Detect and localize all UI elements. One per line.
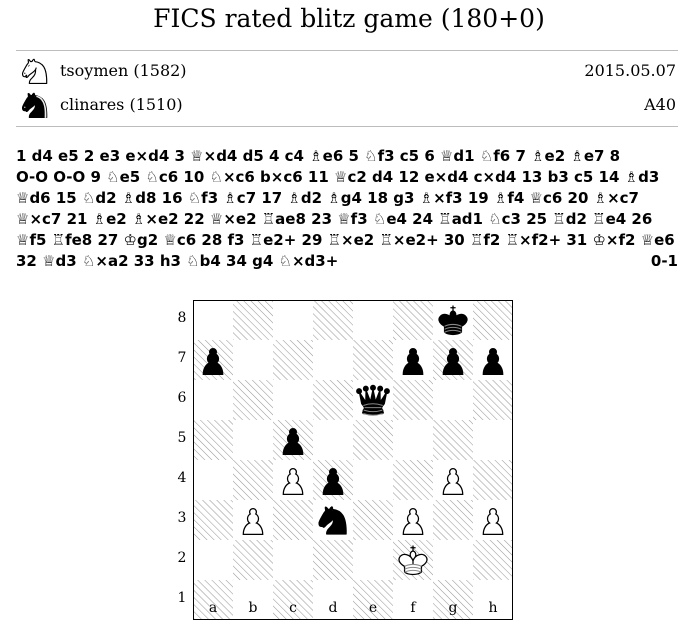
file-label: h (488, 600, 498, 616)
square-b5 (233, 420, 273, 460)
square-g2 (433, 540, 473, 580)
square-e4 (353, 460, 393, 500)
square-d6 (313, 380, 353, 420)
file-label: g (448, 600, 458, 616)
square-f5 (393, 420, 433, 460)
square-c3 (273, 500, 313, 540)
black-knight-icon (21, 92, 48, 119)
bottom-divider (16, 126, 678, 127)
black-player-row: clinares (1510) A40 (16, 88, 678, 122)
square-a3 (193, 500, 233, 540)
square-b8 (233, 300, 273, 340)
square-c8 (273, 300, 313, 340)
square-h4 (473, 460, 513, 500)
square-a8 (193, 300, 233, 340)
square-a1 (193, 580, 233, 620)
square-f1 (393, 580, 433, 620)
square-e1 (353, 580, 393, 620)
file-label: f (410, 600, 416, 616)
square-a2 (193, 540, 233, 580)
square-f4 (393, 460, 433, 500)
rank-label: 8 (177, 310, 187, 326)
board-squares (193, 300, 513, 620)
move-line: ♕d6 15 ♘d2 ♗d8 16 ♘f3 ♗c7 17 ♗d2 ♗g4 18 … (16, 189, 639, 207)
square-g3 (433, 500, 473, 540)
square-h5 (473, 420, 513, 460)
rank-label: 5 (177, 430, 187, 446)
square-b1 (233, 580, 273, 620)
square-e5 (353, 420, 393, 460)
square-e7 (353, 340, 393, 380)
file-label: b (248, 600, 258, 616)
move-line: 1 d4 e5 2 e3 e×d4 3 ♕×d4 d5 4 c4 ♗e6 5 ♘… (16, 147, 621, 165)
square-b7 (233, 340, 273, 380)
game-result: 0-1 (650, 252, 678, 270)
square-c2 (273, 540, 313, 580)
rank-label: 7 (177, 350, 187, 366)
square-c1 (273, 580, 313, 620)
rank-label: 3 (177, 510, 187, 526)
rank-label: 4 (177, 470, 187, 486)
rank-label: 1 (177, 590, 187, 606)
square-a6 (193, 380, 233, 420)
chess-board (193, 300, 513, 620)
square-b4 (233, 460, 273, 500)
square-d7 (313, 340, 353, 380)
square-d2 (313, 540, 353, 580)
square-g1 (433, 580, 473, 620)
square-c7 (273, 340, 313, 380)
square-d8 (313, 300, 353, 340)
rank-label: 2 (177, 550, 187, 566)
square-b2 (233, 540, 273, 580)
move-line: O-O O-O 9 ♘e5 ♘c6 10 ♘×c6 b×c6 11 ♕c2 d4… (16, 168, 660, 186)
eco-code: A40 (644, 95, 676, 114)
square-a4 (193, 460, 233, 500)
square-g6 (433, 380, 473, 420)
rank-label: 6 (177, 390, 187, 406)
top-divider (16, 50, 678, 51)
file-label: a (208, 600, 218, 616)
file-label: c (289, 600, 297, 616)
square-h8 (473, 300, 513, 340)
square-h2 (473, 540, 513, 580)
move-list: 1 d4 e5 2 e3 e×d4 3 ♕×d4 d5 4 c4 ♗e6 5 ♘… (16, 146, 678, 272)
square-g5 (433, 420, 473, 460)
last-move-row: 32 ♕d3 ♘×a2 33 h3 ♘b4 34 g4 ♘×d3+ 0-1 (16, 251, 678, 272)
move-line: ♕f5 ♖fe8 27 ♔g2 ♕c6 28 f3 ♖e2+ 29 ♖×e2 ♖… (16, 231, 675, 249)
board-border (193, 300, 513, 620)
square-d1 (313, 580, 353, 620)
square-e8 (353, 300, 393, 340)
square-d5 (313, 420, 353, 460)
square-f6 (393, 380, 433, 420)
square-e3 (353, 500, 393, 540)
square-e2 (353, 540, 393, 580)
page-title: FICS rated blitz game (180+0) (153, 4, 545, 33)
square-f8 (393, 300, 433, 340)
white-player-row: tsoymen (1582) 2015.05.07 (16, 54, 678, 88)
square-h6 (473, 380, 513, 420)
black-player-name: clinares (1510) (60, 95, 183, 114)
square-b6 (233, 380, 273, 420)
square-h1 (473, 580, 513, 620)
file-label: d (328, 600, 338, 616)
file-label: e (368, 600, 378, 616)
move-line: 32 ♕d3 ♘×a2 33 h3 ♘b4 34 g4 ♘×d3+ (16, 252, 339, 270)
white-knight-icon (21, 58, 48, 85)
square-a5 (193, 420, 233, 460)
chess-board-diagram: 8 7 6 5 4 3 2 1 a b c d e f g h (178, 300, 513, 620)
square-c6 (273, 380, 313, 420)
move-line: ♕×c7 21 ♗e2 ♗×e2 22 ♕×e2 ♖ae8 23 ♕f3 ♘e4… (16, 210, 653, 228)
game-date: 2015.05.07 (584, 61, 676, 80)
white-player-name: tsoymen (1582) (60, 61, 187, 80)
